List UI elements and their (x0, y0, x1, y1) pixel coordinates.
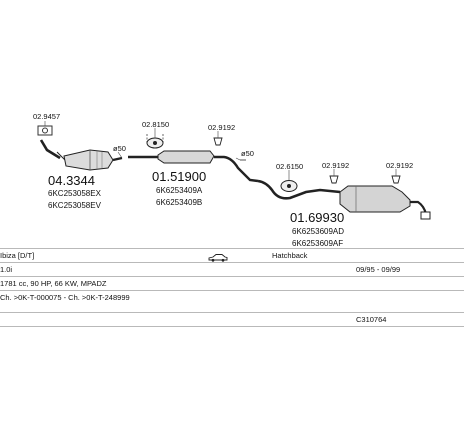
accessory-rubber-mount-2 (280, 180, 298, 192)
part-ref-3b: 6K6253609AF (292, 239, 343, 248)
part-ref-3a: 6K6253609AD (292, 227, 344, 236)
part-number-1: 04.3344 (48, 173, 95, 188)
accessory-code-2: 02.8150 (142, 120, 169, 129)
vehicle-row-spec: 1781 cc, 90 HP, 66 KW, MPADZ (0, 276, 464, 291)
vehicle-row-chassis: Ch. >0K-T-000075 - Ch. >0K-T-248999 (0, 290, 464, 313)
table-bottom-divider (0, 326, 464, 327)
car-icon (208, 254, 228, 262)
accessory-code-5: 02.9192 (322, 161, 349, 170)
accessory-code-3: 02.9192 (208, 123, 235, 132)
clamp-size-2: ø50 (241, 149, 254, 158)
vehicle-years: 09/95 - 09/99 (356, 265, 401, 274)
catalog-number: C310764 (356, 315, 387, 324)
vehicle-body: Hatchback (272, 251, 308, 260)
part-middle-silencer (128, 150, 259, 183)
part-rear-silencer (257, 179, 431, 220)
part-catalytic-converter (37, 125, 123, 171)
part-ref-2a: 6K6253409A (156, 186, 203, 195)
part-number-3: 01.69930 (290, 210, 344, 225)
vehicle-row-engine: 1.0i 09/95 - 09/99 (0, 262, 464, 277)
part-ref-1b: 6KC253058EV (48, 201, 102, 210)
accessory-code-4: 02.6150 (276, 162, 303, 171)
accessory-code-6: 02.9192 (386, 161, 413, 170)
part-number-2: 01.51900 (152, 169, 206, 184)
exhaust-system-diagram: 02.9457 02.8150 02.9192 02.6150 02.9192 … (33, 112, 431, 248)
vehicle-engine: 1.0i (0, 265, 13, 274)
part-ref-2b: 6K6253409B (156, 198, 202, 207)
vehicle-chassis: Ch. >0K-T-000075 - Ch. >0K-T-248999 (0, 293, 130, 302)
clamp-size-1: ø50 (113, 144, 126, 153)
accessory-code-1: 02.9457 (33, 112, 60, 121)
vehicle-row-model: Ibiza [D/T] Hatchback (0, 248, 464, 263)
part-ref-1a: 6KC253058EX (48, 189, 102, 198)
accessory-bolt-1 (213, 137, 223, 146)
vehicle-model: Ibiza [D/T] (0, 251, 35, 260)
vehicle-spec: 1781 cc, 90 HP, 66 KW, MPADZ (0, 279, 107, 288)
accessory-bolt-2 (329, 175, 339, 184)
accessory-bolt-3 (391, 175, 401, 184)
vehicle-row-catalog: C310764 (0, 312, 464, 327)
